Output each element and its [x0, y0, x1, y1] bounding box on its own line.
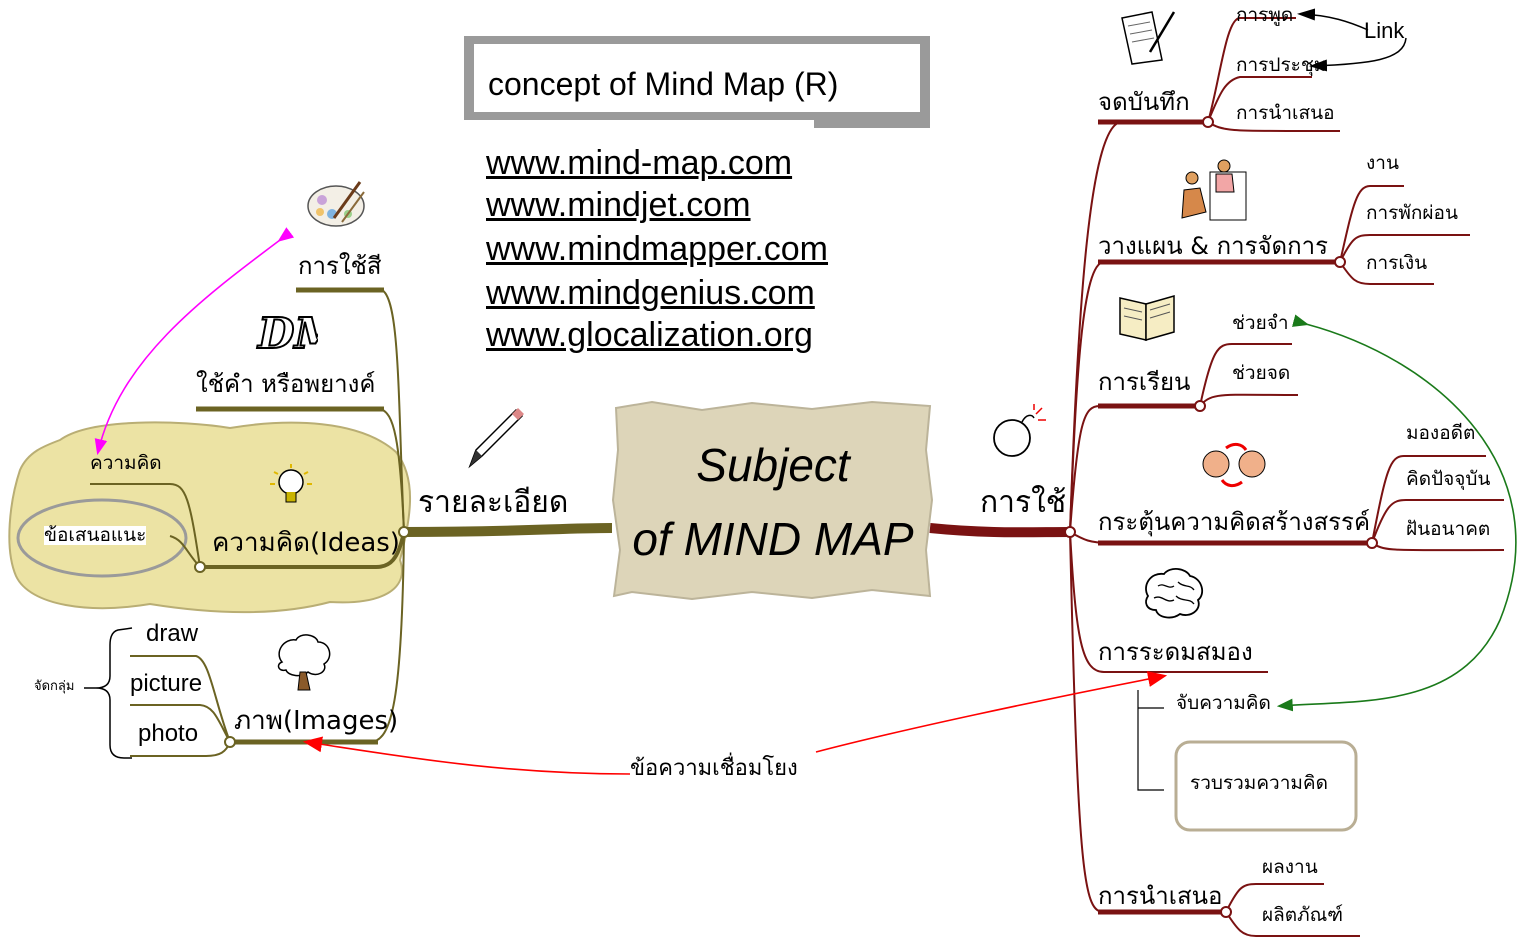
node-creative[interactable]: กระตุ้นความคิดสร้างสรรค์: [1098, 508, 1370, 536]
node-future[interactable]: ฝันอนาคต: [1406, 518, 1491, 540]
link-label: Link: [1364, 18, 1405, 43]
suggestion-ellipse: [16, 498, 188, 578]
title-box: concept of Mind Map (R): [464, 36, 930, 128]
link-glocalization[interactable]: www.glocalization.org: [486, 316, 813, 354]
node-photo[interactable]: photo: [138, 720, 199, 747]
node-collect[interactable]: รวบรวมความคิด: [1190, 772, 1328, 794]
central-topic-line1: Subject: [696, 439, 850, 491]
link-mind-map[interactable]: www.mind-map.com: [486, 144, 793, 182]
meeting-icon: [1181, 159, 1247, 221]
title-text: concept of Mind Map (R): [488, 66, 839, 102]
svg-text:DM: DM: [257, 309, 318, 358]
dm-logo-icon: DM: [256, 308, 318, 359]
node-ideas[interactable]: ความคิด(Ideas): [212, 528, 400, 558]
node-present-note[interactable]: การนำเสนอ: [1236, 102, 1335, 124]
node-meeting[interactable]: การประชุม: [1236, 54, 1327, 76]
node-brainstorm[interactable]: การระดมสมอง: [1098, 638, 1253, 666]
node-results[interactable]: ผลงาน: [1262, 856, 1318, 878]
link-mindmapper[interactable]: www.mindmapper.com: [486, 230, 829, 268]
pencil-icon: [468, 408, 524, 469]
node-work[interactable]: งาน: [1366, 152, 1399, 174]
node-learning[interactable]: การเรียน: [1098, 368, 1191, 396]
link-mindgenius[interactable]: www.mindgenius.com: [486, 274, 815, 312]
group-label: จัดกลุ่ม: [34, 679, 75, 694]
node-color[interactable]: การใช้สี: [298, 252, 382, 280]
node-usage[interactable]: การใช้: [980, 485, 1067, 520]
tree-icon: [277, 634, 331, 691]
faces-icon: [1202, 442, 1266, 488]
node-memorize[interactable]: ช่วยจำ: [1232, 312, 1289, 334]
central-topic[interactable]: Subject of MIND MAP: [612, 400, 934, 600]
node-planning[interactable]: วางแผน & การจัดการ: [1098, 232, 1329, 260]
node-capture[interactable]: จับความคิด: [1176, 692, 1271, 714]
lightbulb-icon: [270, 464, 312, 503]
node-rest[interactable]: การพักผ่อน: [1366, 202, 1458, 224]
node-speech[interactable]: การพูด: [1236, 4, 1294, 26]
node-money[interactable]: การเงิน: [1366, 252, 1428, 274]
node-words[interactable]: ใช้คำ หรือพยางค์: [196, 370, 376, 398]
node-note-help[interactable]: ช่วยจด: [1232, 362, 1291, 384]
link-text-label: ข้อความเชื่อมโยง: [630, 756, 798, 781]
node-presentation[interactable]: การนำเสนอ: [1098, 882, 1223, 910]
node-notes[interactable]: จดบันทึก: [1098, 88, 1190, 116]
idea-cloud: [8, 421, 412, 614]
palette-icon: [307, 181, 365, 227]
node-picture[interactable]: picture: [130, 670, 203, 697]
cloud-idea-label[interactable]: ความคิด: [90, 452, 162, 474]
node-draw[interactable]: draw: [146, 620, 199, 647]
brain-icon: [1145, 568, 1204, 619]
suggestion-label[interactable]: ข้อเสนอแนะ: [44, 524, 147, 546]
node-images[interactable]: ภาพ(Images): [234, 706, 399, 736]
node-product[interactable]: ผลิตภัณฑ์: [1262, 904, 1344, 926]
central-topic-line2: of MIND MAP: [632, 513, 914, 565]
book-icon: [1119, 295, 1175, 341]
bomb-icon: [993, 404, 1046, 457]
node-details[interactable]: รายละเอียด: [418, 485, 569, 520]
writing-icon: [1121, 11, 1176, 65]
link-mindjet[interactable]: www.mindjet.com: [486, 186, 751, 224]
node-past[interactable]: มองอดีต: [1406, 422, 1476, 444]
node-present-time[interactable]: คิดปัจจุบัน: [1406, 468, 1491, 490]
